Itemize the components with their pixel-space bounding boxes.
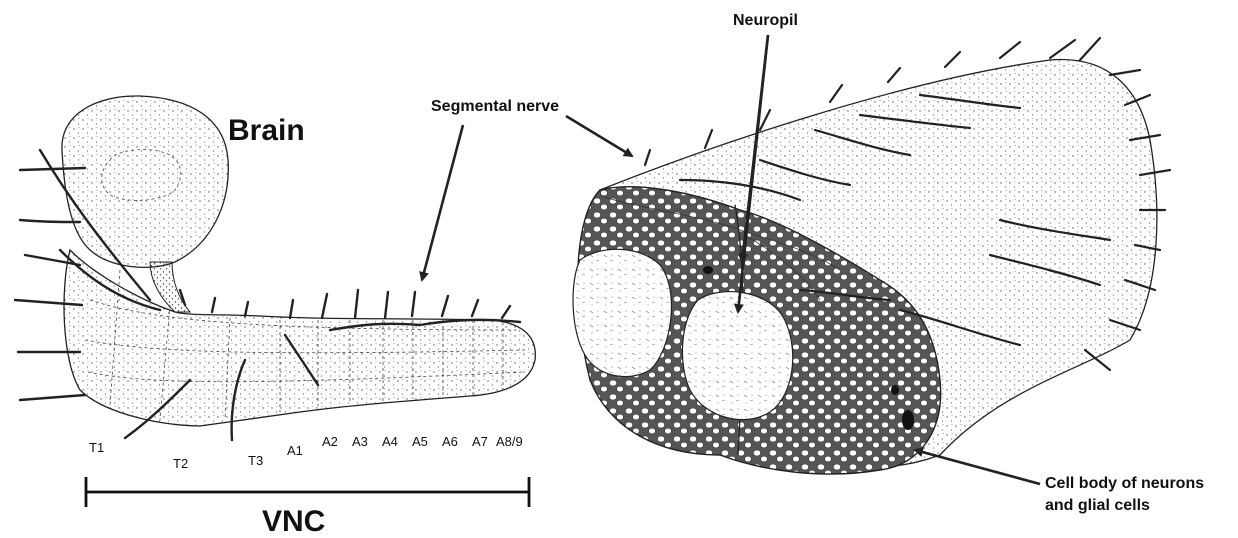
brain-lobe	[62, 96, 228, 267]
cell-body-label-line2: and glial cells	[1045, 497, 1150, 514]
segment-label-T1: T1	[89, 440, 104, 455]
segment-label-A1: A1	[287, 443, 303, 458]
cell-body-label-line1: Cell body of neurons	[1045, 475, 1204, 492]
segment-label-A5: A5	[412, 434, 428, 449]
segment-label-A4: A4	[382, 434, 398, 449]
vnc-body	[64, 250, 535, 426]
segmental-nerve-arrow-left	[422, 125, 463, 280]
segment-label-A6: A6	[442, 434, 458, 449]
segment-label-A8-9: A8/9	[496, 434, 523, 449]
vnc-label: VNC	[262, 505, 325, 533]
segmental-nerve-label: Segmental nerve	[431, 98, 559, 115]
segment-label-A3: A3	[352, 434, 368, 449]
neuropil-label: Neuropil	[733, 12, 798, 29]
brain-label: Brain	[228, 114, 305, 147]
segment-label-A2: A2	[322, 434, 338, 449]
segment-label-A7: A7	[472, 434, 488, 449]
cell-body-arrow	[915, 450, 1040, 484]
segment-label-T3: T3	[248, 453, 263, 468]
neuropil-left	[573, 249, 671, 376]
vnc-cross-section	[573, 38, 1170, 474]
segment-labels: T1 T2 T3 A1 A2 A3 A4 A5 A6 A7 A8/9	[89, 434, 523, 471]
vnc-bracket	[86, 477, 529, 507]
segment-label-T2: T2	[173, 456, 188, 471]
segmental-nerve-arrow-right	[566, 116, 632, 156]
